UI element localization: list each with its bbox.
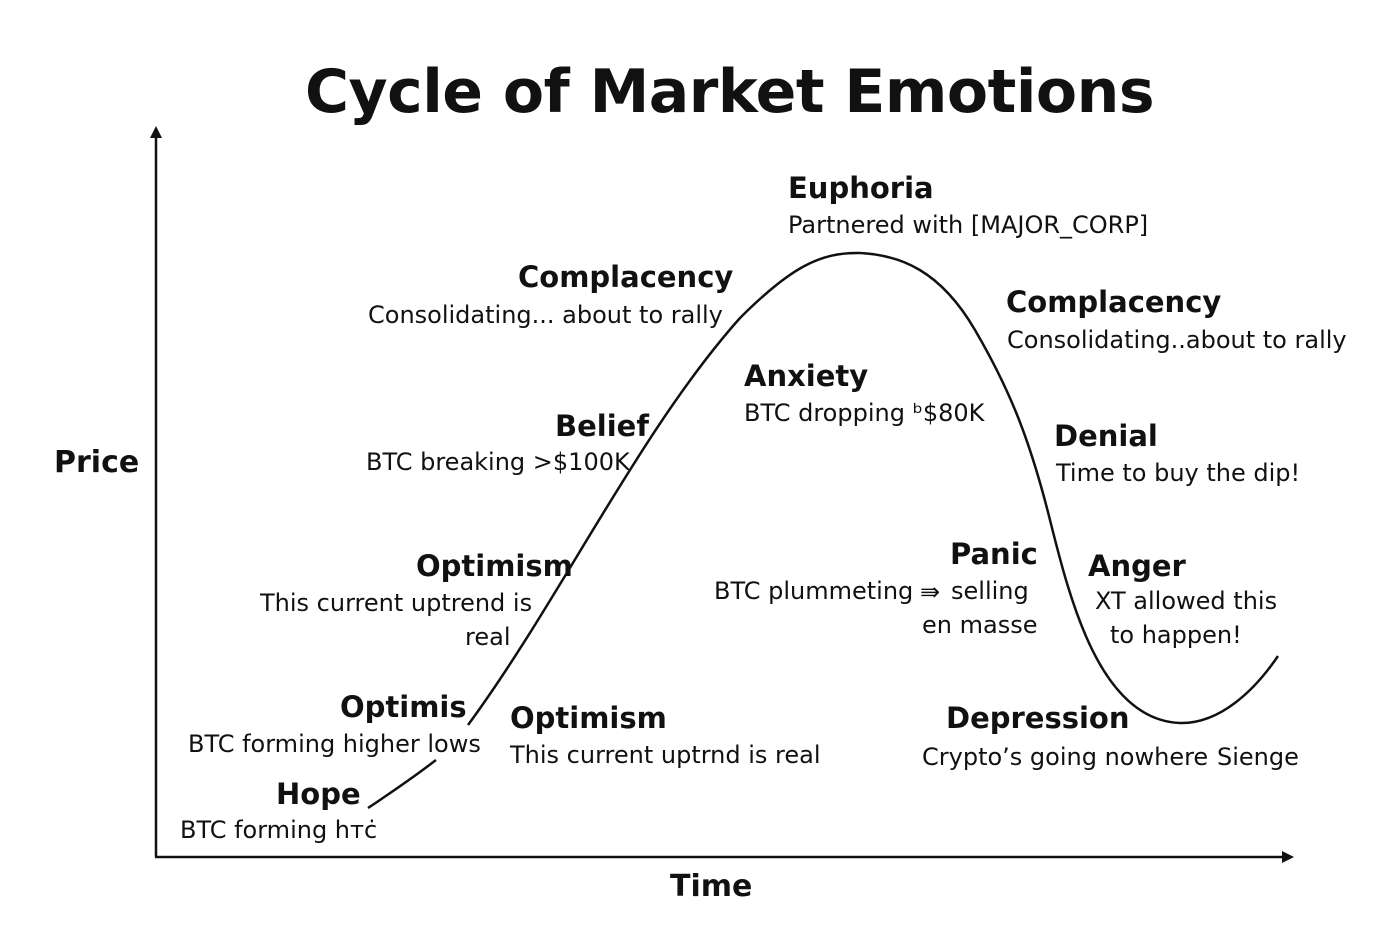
stage-desc-euphoria: Partnered with [MAJOR_CORP] (788, 211, 1149, 239)
stage-desc-optimism-lower: This current uptrnd is real (510, 741, 821, 769)
stage-label-belief: Belief (555, 409, 649, 443)
cycle-curve (466, 251, 1280, 726)
stage-desc-optimism-upper-line1: This current uptrend is (260, 589, 533, 617)
stage-desc-anxiety: BTC dropping ᵇ$80K (744, 399, 985, 427)
stage-desc-denial: Time to buy the dip! (1056, 459, 1301, 487)
diagram-title: Cycle of Market Emotions (305, 57, 1155, 127)
stage-desc-depression: Crypto’s going nowhere (922, 743, 1209, 771)
panic-arrow-icon: ⇛ (920, 578, 941, 606)
stage-label-optimis: Optimis (340, 690, 467, 724)
y-axis-label: Price (54, 445, 140, 480)
stage-label-anger: Anger (1088, 549, 1186, 583)
stage-desc-optimism-upper-line2: real (465, 623, 511, 651)
stage-desc-belief: BTC breaking >$100K (366, 448, 630, 476)
stage-label-complacency-right: Complacency (1006, 285, 1222, 319)
stage-label-panic: Panic (950, 537, 1038, 571)
stage-label-denial: Denial (1054, 419, 1158, 453)
stage-label-anxiety: Anxiety (744, 359, 869, 393)
stage-label-complacency-left: Complacency (518, 260, 734, 294)
stage-label-euphoria: Euphoria (788, 171, 934, 205)
stage-desc-anger-line2: to happen! (1110, 621, 1242, 649)
stage-label-optimism-lower: Optimism (510, 701, 667, 735)
x-axis-label: Time (670, 869, 753, 904)
stage-desc-panic-left: BTC plummeting (714, 577, 914, 605)
cycle-curve-lower (367, 759, 437, 810)
stage-desc-hope: BTC forming hтċ (180, 816, 378, 844)
stage-desc-optimis: BTC forming higher lows (188, 730, 481, 758)
stage-label-depression: Depression (946, 701, 1130, 735)
stage-desc-panic-line2: en masse (922, 611, 1038, 639)
stage-desc-complacency-right: Consolidating..about to rally (1007, 326, 1347, 354)
stage-label-optimism-upper: Optimism (416, 549, 573, 583)
stage-desc-anger-line1: XT allowed this (1095, 587, 1278, 615)
stage-desc-depression-extra: Sienge (1217, 743, 1299, 771)
stage-desc-complacency-left: Consolidating... about to rally (368, 301, 723, 329)
stage-desc-panic-line1: selling (951, 577, 1029, 605)
stage-label-hope: Hope (276, 777, 361, 811)
